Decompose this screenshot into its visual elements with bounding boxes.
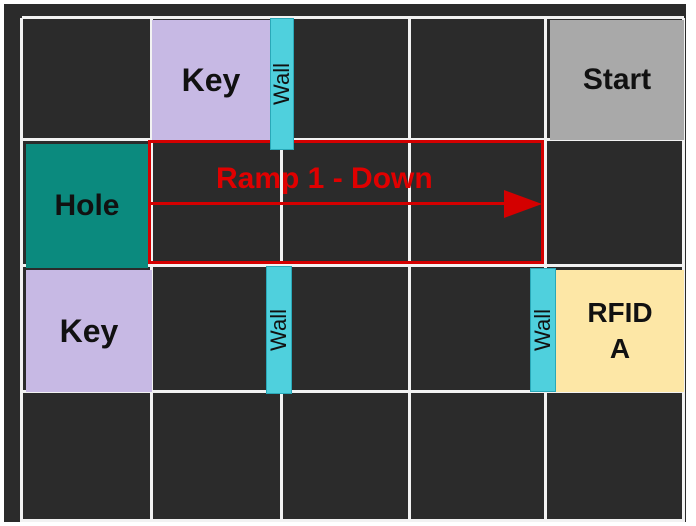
- grid-line-horizontal: [22, 16, 684, 19]
- ramp-outline: [148, 140, 544, 264]
- key-cell-left: Key: [26, 270, 152, 392]
- wall-label: Wall: [266, 309, 291, 351]
- key-label: Key: [181, 61, 241, 98]
- hole-cell: Hole: [26, 144, 148, 268]
- grid-line-horizontal: [22, 264, 684, 267]
- grid-line-horizontal: [22, 519, 684, 522]
- wall-label: Wall: [269, 63, 294, 105]
- rfid-cell: RFID A: [556, 270, 684, 392]
- grid-line-vertical: [408, 18, 411, 522]
- wall-top: Wall: [269, 18, 294, 150]
- key-cell-top: Key: [152, 20, 270, 140]
- wall-label: Wall: [530, 309, 555, 351]
- ramp-label: Ramp 1 - Down: [216, 162, 433, 195]
- hole-label: Hole: [54, 189, 120, 222]
- key-label: Key: [59, 312, 119, 349]
- arrow-right-icon: [504, 190, 542, 218]
- wall-right: Wall: [530, 268, 556, 392]
- start-cell: Start: [550, 20, 684, 140]
- rfid-label: RFID A: [587, 295, 652, 367]
- maze-board: Key Start Hole Key RFID A Ramp 1 - Down …: [4, 4, 686, 522]
- grid-line-horizontal: [22, 390, 684, 393]
- ramp-arrow-shaft: [150, 202, 512, 205]
- wall-middle: Wall: [266, 266, 292, 394]
- grid-line-vertical: [20, 18, 23, 522]
- start-label: Start: [582, 63, 652, 96]
- grid-line-horizontal: [22, 138, 684, 141]
- rfid-label-line2: A: [609, 333, 631, 364]
- rfid-label-line1: RFID: [587, 297, 653, 328]
